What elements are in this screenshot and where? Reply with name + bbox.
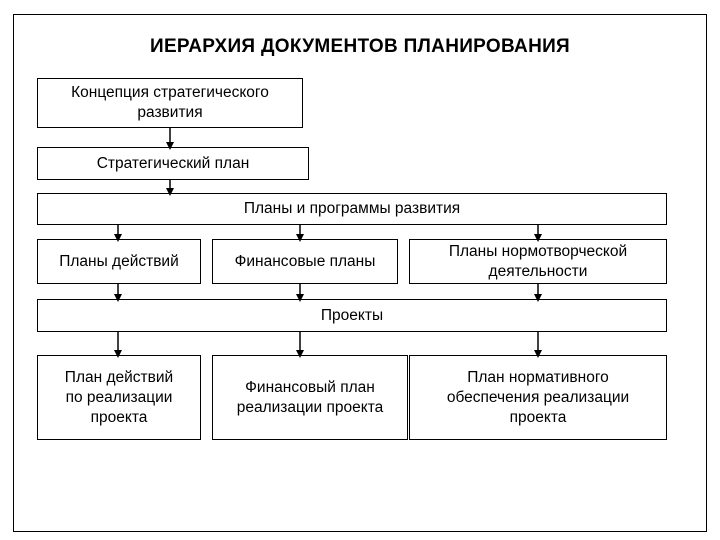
strategic-plan-label: Стратегический план — [96, 154, 250, 172]
project-financial-plan-label: Финансовый план реализации проекта — [236, 378, 384, 416]
financial-plans-label: Финансовые планы — [234, 252, 376, 270]
project-financial-plan-box: Финансовый план реализации проекта — [212, 355, 408, 440]
financial-plans-box: Финансовые планы — [212, 239, 398, 284]
project-normative-plan-box: План нормативного обеспечения реализации… — [409, 355, 667, 440]
projects-box: Проекты — [37, 299, 667, 332]
development-plans-box: Планы и программы развития — [37, 193, 667, 225]
normative-plans-box: Планы нормотворческой деятельности — [409, 239, 667, 284]
diagram-frame — [13, 14, 707, 532]
diagram-title: ИЕРАРХИЯ ДОКУМЕНТОВ ПЛАНИРОВАНИЯ — [149, 36, 571, 57]
concept-box: Концепция стратегического развития — [37, 78, 303, 128]
action-plans-label: Планы действий — [59, 252, 179, 270]
action-plans-box: Планы действий — [37, 239, 201, 284]
strategic-plan-box: Стратегический план — [37, 147, 309, 180]
development-plans-label: Планы и программы развития — [243, 200, 461, 217]
project-action-plan-box: План действий по реализации проекта — [37, 355, 201, 440]
normative-plans-label: Планы нормотворческой деятельности — [448, 242, 628, 280]
project-normative-plan-label: План нормативного обеспечения реализации… — [446, 368, 630, 426]
project-action-plan-label: План действий по реализации проекта — [64, 368, 174, 426]
projects-label: Проекты — [320, 306, 384, 324]
concept-label: Концепция стратегического развития — [71, 84, 269, 121]
